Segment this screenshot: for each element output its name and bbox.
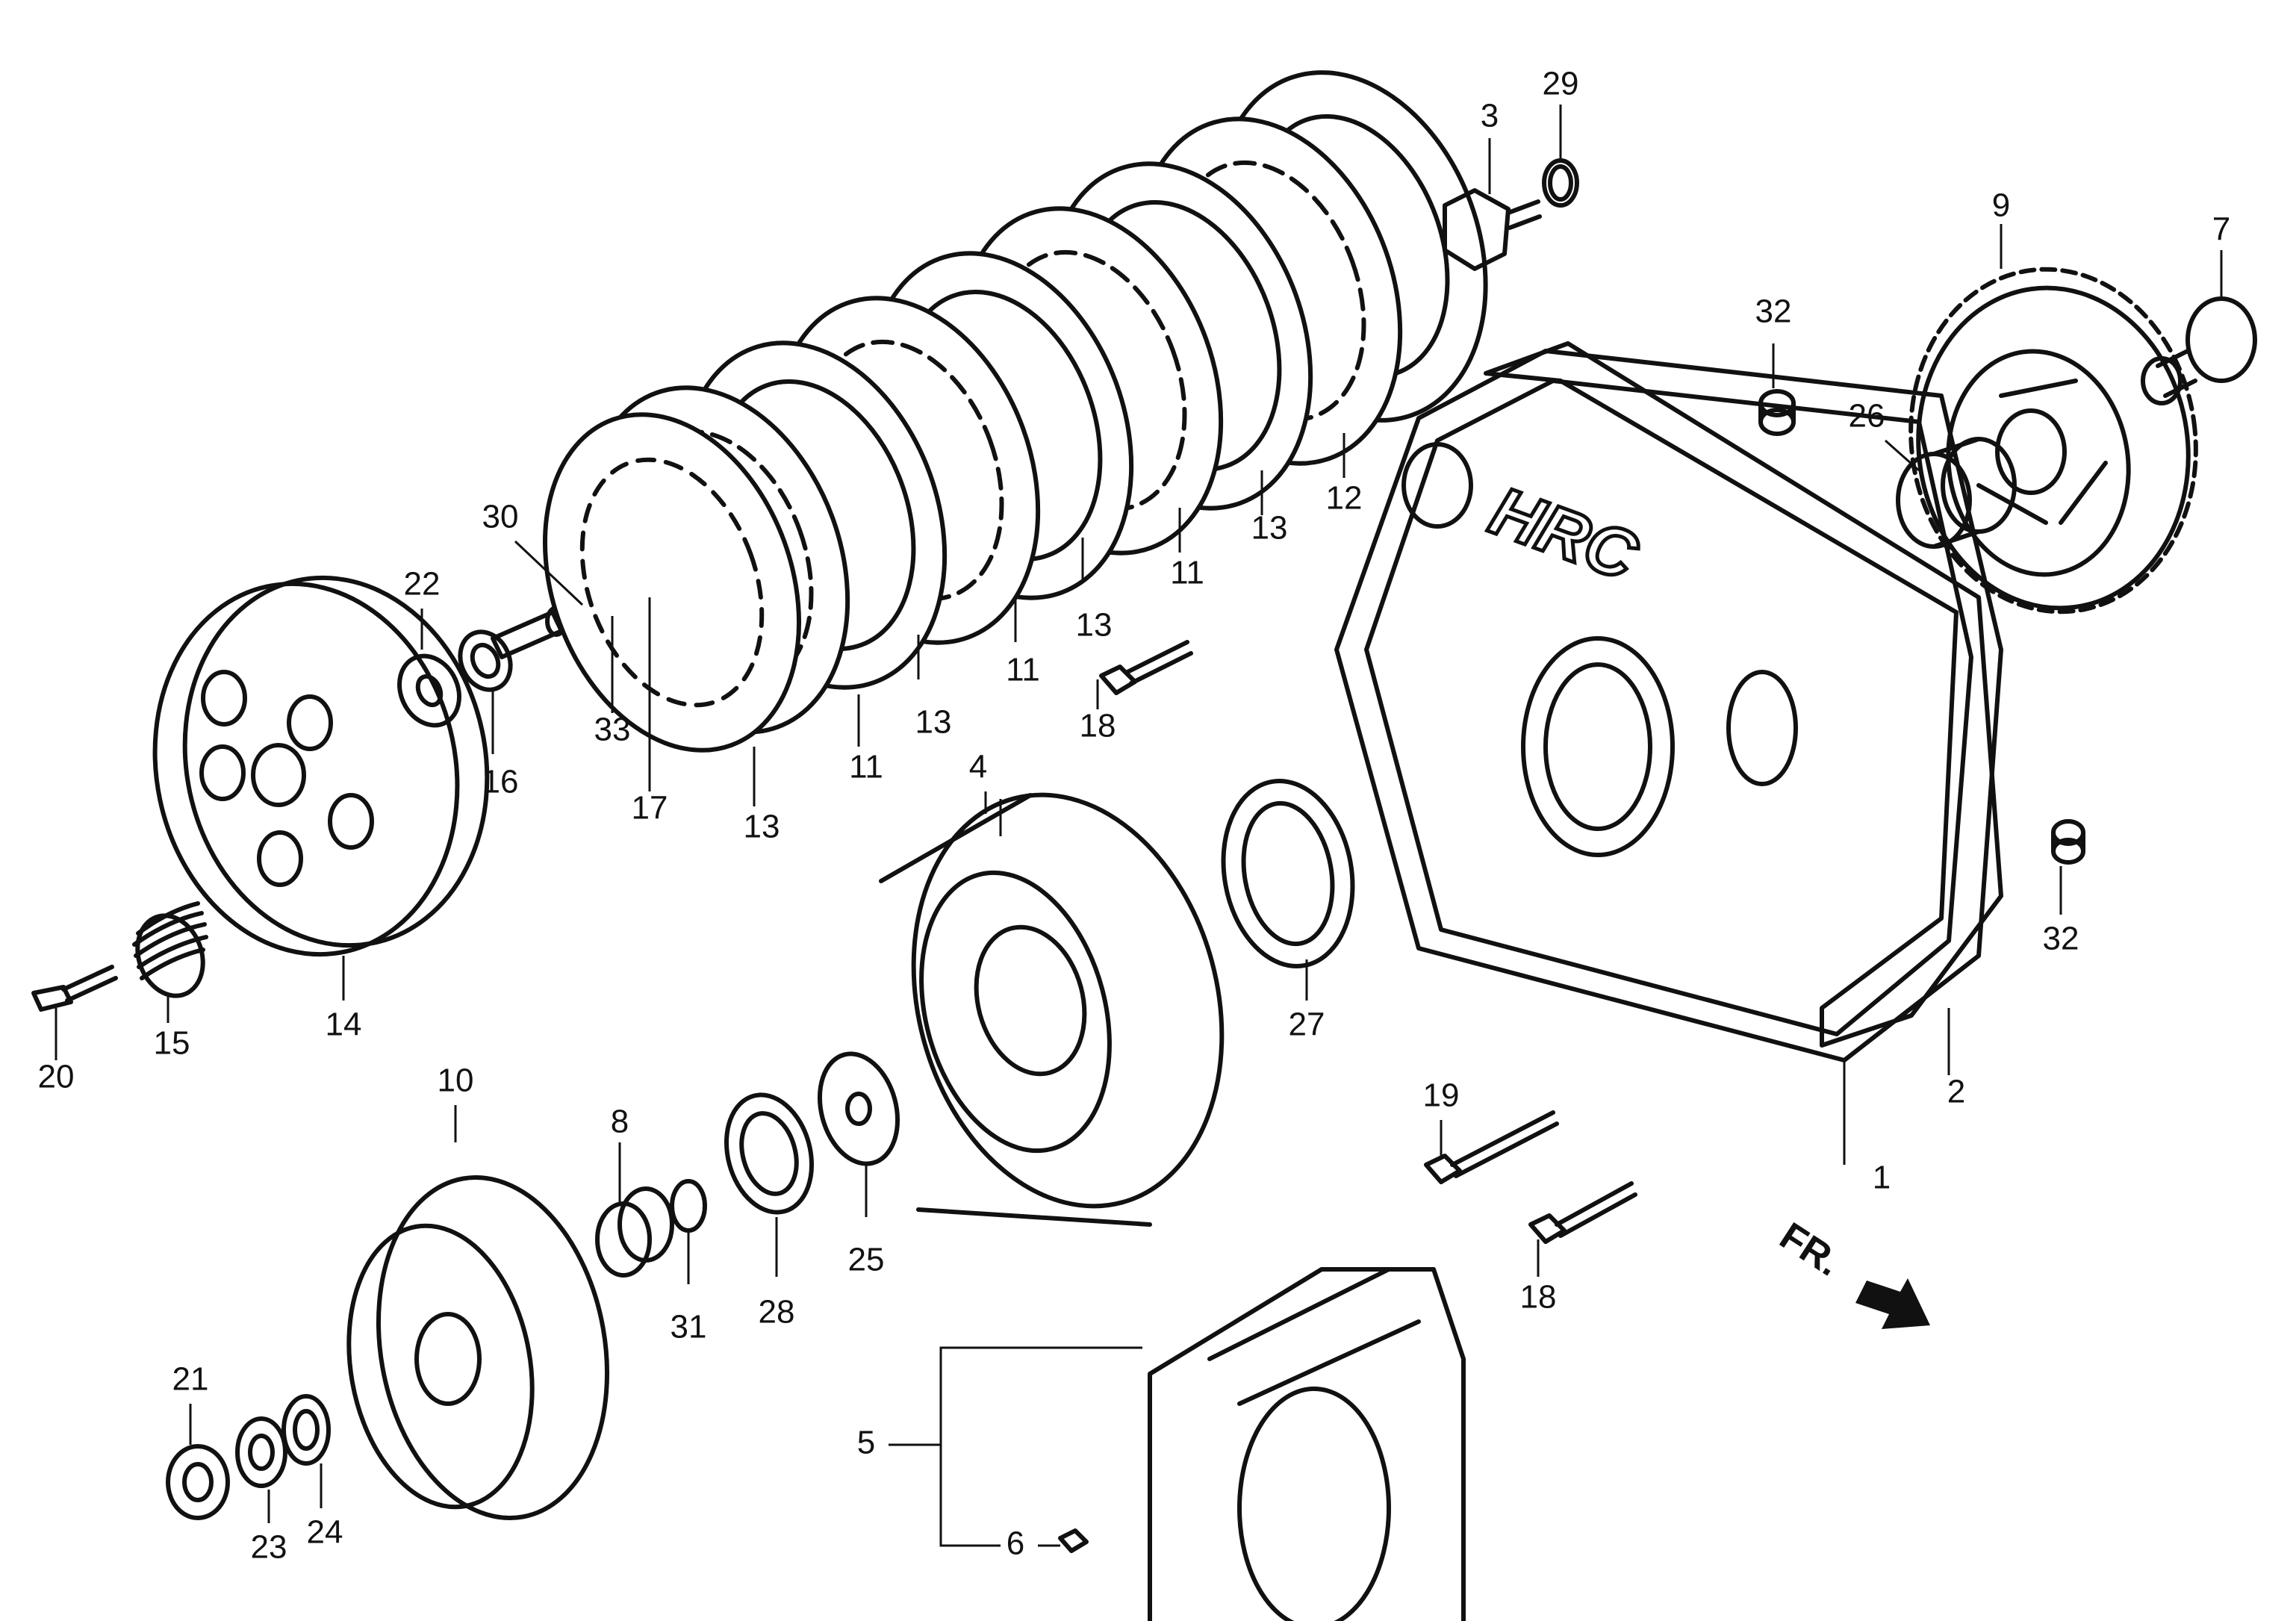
lock-washer-part xyxy=(281,1394,331,1466)
callout-14: 14 xyxy=(326,1006,362,1043)
callout-17: 17 xyxy=(632,790,668,827)
dowel-pin-top-part xyxy=(1758,389,1796,436)
dowel-pin-right-part xyxy=(2051,819,2085,865)
callout-23: 23 xyxy=(251,1529,287,1566)
cover-logo-text: HRC xyxy=(1481,473,1648,596)
callout-30: 30 xyxy=(482,499,519,535)
spacer-part xyxy=(595,1186,674,1278)
callout-15: 15 xyxy=(154,1025,190,1062)
callout-13-d: 13 xyxy=(744,809,780,845)
lifter-bearing-part xyxy=(458,629,513,692)
callout-13-c: 13 xyxy=(915,704,952,741)
oil-plug-part xyxy=(1443,188,1542,271)
thrust-plate-part xyxy=(817,1051,900,1166)
callout-28: 28 xyxy=(759,1294,795,1331)
callout-9: 9 xyxy=(1992,187,2010,224)
callout-11-upper: 11 xyxy=(1170,555,1204,591)
callout-13-b: 13 xyxy=(1076,607,1113,644)
callout-12: 12 xyxy=(1326,480,1363,517)
cover-bolt-lower-part xyxy=(1528,1181,1637,1244)
cover-bolt-long-part xyxy=(1424,1110,1559,1184)
callout-3: 3 xyxy=(1481,98,1499,134)
callout-27: 27 xyxy=(1289,1006,1325,1043)
callout-1: 1 xyxy=(1873,1160,1891,1196)
callout-21: 21 xyxy=(172,1361,209,1398)
clutch-plate-stack xyxy=(542,70,1488,753)
snap-ring-part xyxy=(670,1179,707,1233)
callout-10: 10 xyxy=(438,1062,474,1099)
callout-31: 31 xyxy=(671,1309,707,1345)
outer-detail-part xyxy=(1148,1267,1466,1621)
callout-8: 8 xyxy=(611,1104,629,1140)
callout-18-lower: 18 xyxy=(1520,1279,1557,1316)
lock-nut-part xyxy=(166,1444,230,1520)
front-direction-marker: FR. xyxy=(1772,1214,1930,1329)
callout-32-lower: 32 xyxy=(2043,921,2079,957)
oil-seal-part xyxy=(1221,779,1355,968)
callout-20: 20 xyxy=(38,1059,75,1095)
callout-19: 19 xyxy=(1423,1077,1460,1114)
clutch-spring-part xyxy=(132,901,208,998)
callout-32-upper: 32 xyxy=(1755,293,1792,330)
clutch-outer-part xyxy=(879,792,1225,1227)
o-ring-part xyxy=(1542,158,1579,208)
detail-bolt-part xyxy=(1058,1528,1089,1553)
spring-bolt-part xyxy=(31,965,118,1012)
needle-bearing-part xyxy=(1896,437,2017,549)
front-direction-label: FR. xyxy=(1772,1214,1848,1284)
collar-part xyxy=(2141,296,2257,405)
callout-6: 6 xyxy=(1007,1525,1024,1562)
callout-13-a: 13 xyxy=(1251,510,1288,547)
callout-29: 29 xyxy=(1543,66,1579,102)
callout-5: 5 xyxy=(857,1425,875,1461)
callout-11-middle: 11 xyxy=(1006,652,1040,688)
callout-33: 33 xyxy=(594,712,631,748)
pressure-plate-part xyxy=(152,575,490,957)
washer-part xyxy=(235,1416,287,1488)
front-direction-arrow-icon xyxy=(1855,1278,1930,1329)
clutch-cover-part: HRC xyxy=(1334,349,2003,1062)
leader-lines xyxy=(55,105,2223,1547)
callout-25: 25 xyxy=(848,1242,885,1278)
clutch-center-part xyxy=(346,1175,610,1520)
callout-18-upper: 18 xyxy=(1080,708,1116,744)
callout-4: 4 xyxy=(969,749,987,785)
callout-11-lower: 11 xyxy=(849,749,883,785)
callout-2: 2 xyxy=(1947,1074,1965,1110)
cover-gasket-part xyxy=(1484,341,2003,1048)
callout-26: 26 xyxy=(1849,398,1885,435)
lifter-washer-part xyxy=(397,653,461,728)
callout-labels: 1 2 3 4 5 6 7 8 9 10 11 11 11 12 13 13 1… xyxy=(38,66,2231,1566)
ball-bearing-part xyxy=(724,1092,815,1215)
lifter-piece-part xyxy=(491,606,567,659)
callout-16: 16 xyxy=(482,764,519,800)
callout-24: 24 xyxy=(307,1514,343,1551)
callout-7: 7 xyxy=(2212,211,2230,248)
cover-bolt-upper-part xyxy=(1099,640,1193,695)
callout-22: 22 xyxy=(404,566,441,603)
